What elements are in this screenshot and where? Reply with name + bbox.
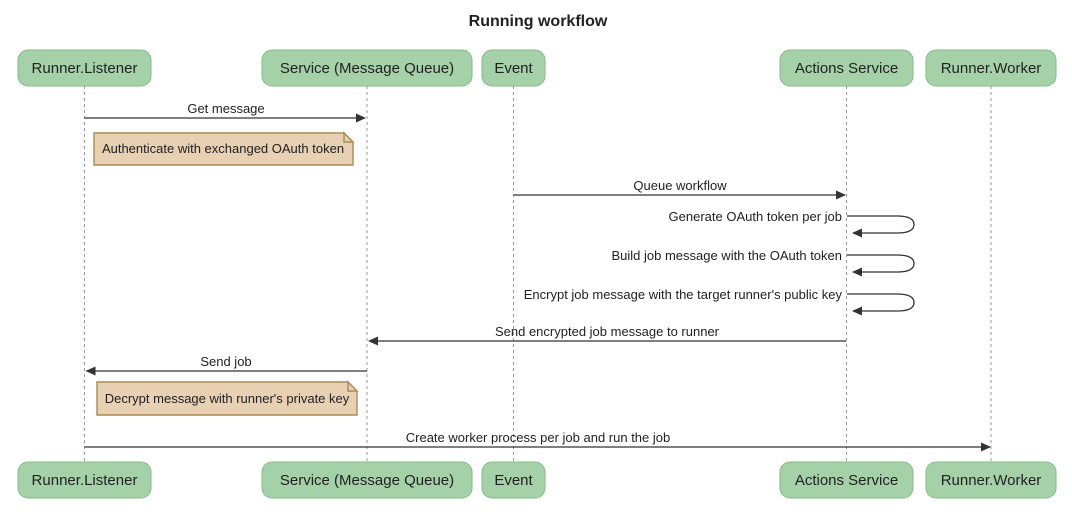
actor-box <box>925 461 1057 499</box>
note-label: Decrypt message with runner's private ke… <box>105 391 350 406</box>
actor-label: Service (Message Queue) <box>280 60 454 77</box>
self-message-build-job-message: Build job message with the OAuth token <box>611 248 915 277</box>
note-body <box>93 132 354 166</box>
actor-event-top: Event <box>481 49 546 87</box>
message-label: Encrypt job message with the target runn… <box>524 287 843 302</box>
self-message-encrypt-job-message: Encrypt job message with the target runn… <box>524 287 915 316</box>
actor-label: Service (Message Queue) <box>280 472 454 489</box>
actor-label: Runner.Worker <box>941 60 1042 77</box>
message-get-message: Get message <box>84 101 366 123</box>
actor-box <box>925 49 1057 87</box>
message-create-worker-process: Create worker process per job and run th… <box>84 430 991 452</box>
actor-runner-listener-top: Runner.Listener <box>17 49 152 87</box>
actor-service-message-queue-top: Service (Message Queue) <box>261 49 473 87</box>
note-body <box>96 381 358 416</box>
actor-runner-worker-bottom: Runner.Worker <box>925 461 1057 499</box>
diagram-title: Running workflow <box>469 13 608 30</box>
actor-label: Runner.Listener <box>32 472 138 489</box>
actor-box <box>17 461 152 499</box>
message-label: Queue workflow <box>633 178 727 193</box>
note-fold-corner <box>347 380 359 392</box>
actor-label: Runner.Worker <box>941 472 1042 489</box>
actor-runner-worker-top: Runner.Worker <box>925 49 1057 87</box>
actor-box <box>779 49 914 87</box>
message-label: Build job message with the OAuth token <box>611 248 842 263</box>
message-send-encrypted-job-message: Send encrypted job message to runner <box>368 324 846 346</box>
actor-event-bottom: Event <box>481 461 546 499</box>
actor-box <box>481 461 546 499</box>
message-label: Send job <box>200 354 251 369</box>
message-label: Send encrypted job message to runner <box>495 324 720 339</box>
actor-label: Actions Service <box>795 472 898 489</box>
message-label: Generate OAuth token per job <box>669 209 842 224</box>
actor-label: Event <box>494 472 533 489</box>
actor-box <box>481 49 546 87</box>
actor-runner-listener-bottom: Runner.Listener <box>17 461 152 499</box>
note-decrypt-private-key: Decrypt message with runner's private ke… <box>96 380 359 416</box>
note-label: Authenticate with exchanged OAuth token <box>102 141 344 156</box>
self-message-arrow <box>847 293 915 316</box>
message-label: Create worker process per job and run th… <box>406 430 670 445</box>
actor-box <box>261 49 473 87</box>
actor-box <box>779 461 914 499</box>
self-message-generate-oauth-token: Generate OAuth token per job <box>669 209 915 238</box>
actor-actions-service-bottom: Actions Service <box>779 461 914 499</box>
actor-box <box>17 49 152 87</box>
message-label: Get message <box>187 101 264 116</box>
actor-actions-service-top: Actions Service <box>779 49 914 87</box>
message-send-job: Send job <box>85 354 367 376</box>
actor-label: Event <box>494 60 533 77</box>
self-message-arrow <box>847 254 915 277</box>
note-fold-corner <box>343 131 355 143</box>
actor-service-message-queue-bottom: Service (Message Queue) <box>261 461 473 499</box>
actor-label: Runner.Listener <box>32 60 138 77</box>
self-message-arrow <box>847 215 915 238</box>
actor-box <box>261 461 473 499</box>
message-queue-workflow: Queue workflow <box>513 178 846 200</box>
note-authenticate-oauth: Authenticate with exchanged OAuth token <box>93 131 355 166</box>
actor-label: Actions Service <box>795 60 898 77</box>
